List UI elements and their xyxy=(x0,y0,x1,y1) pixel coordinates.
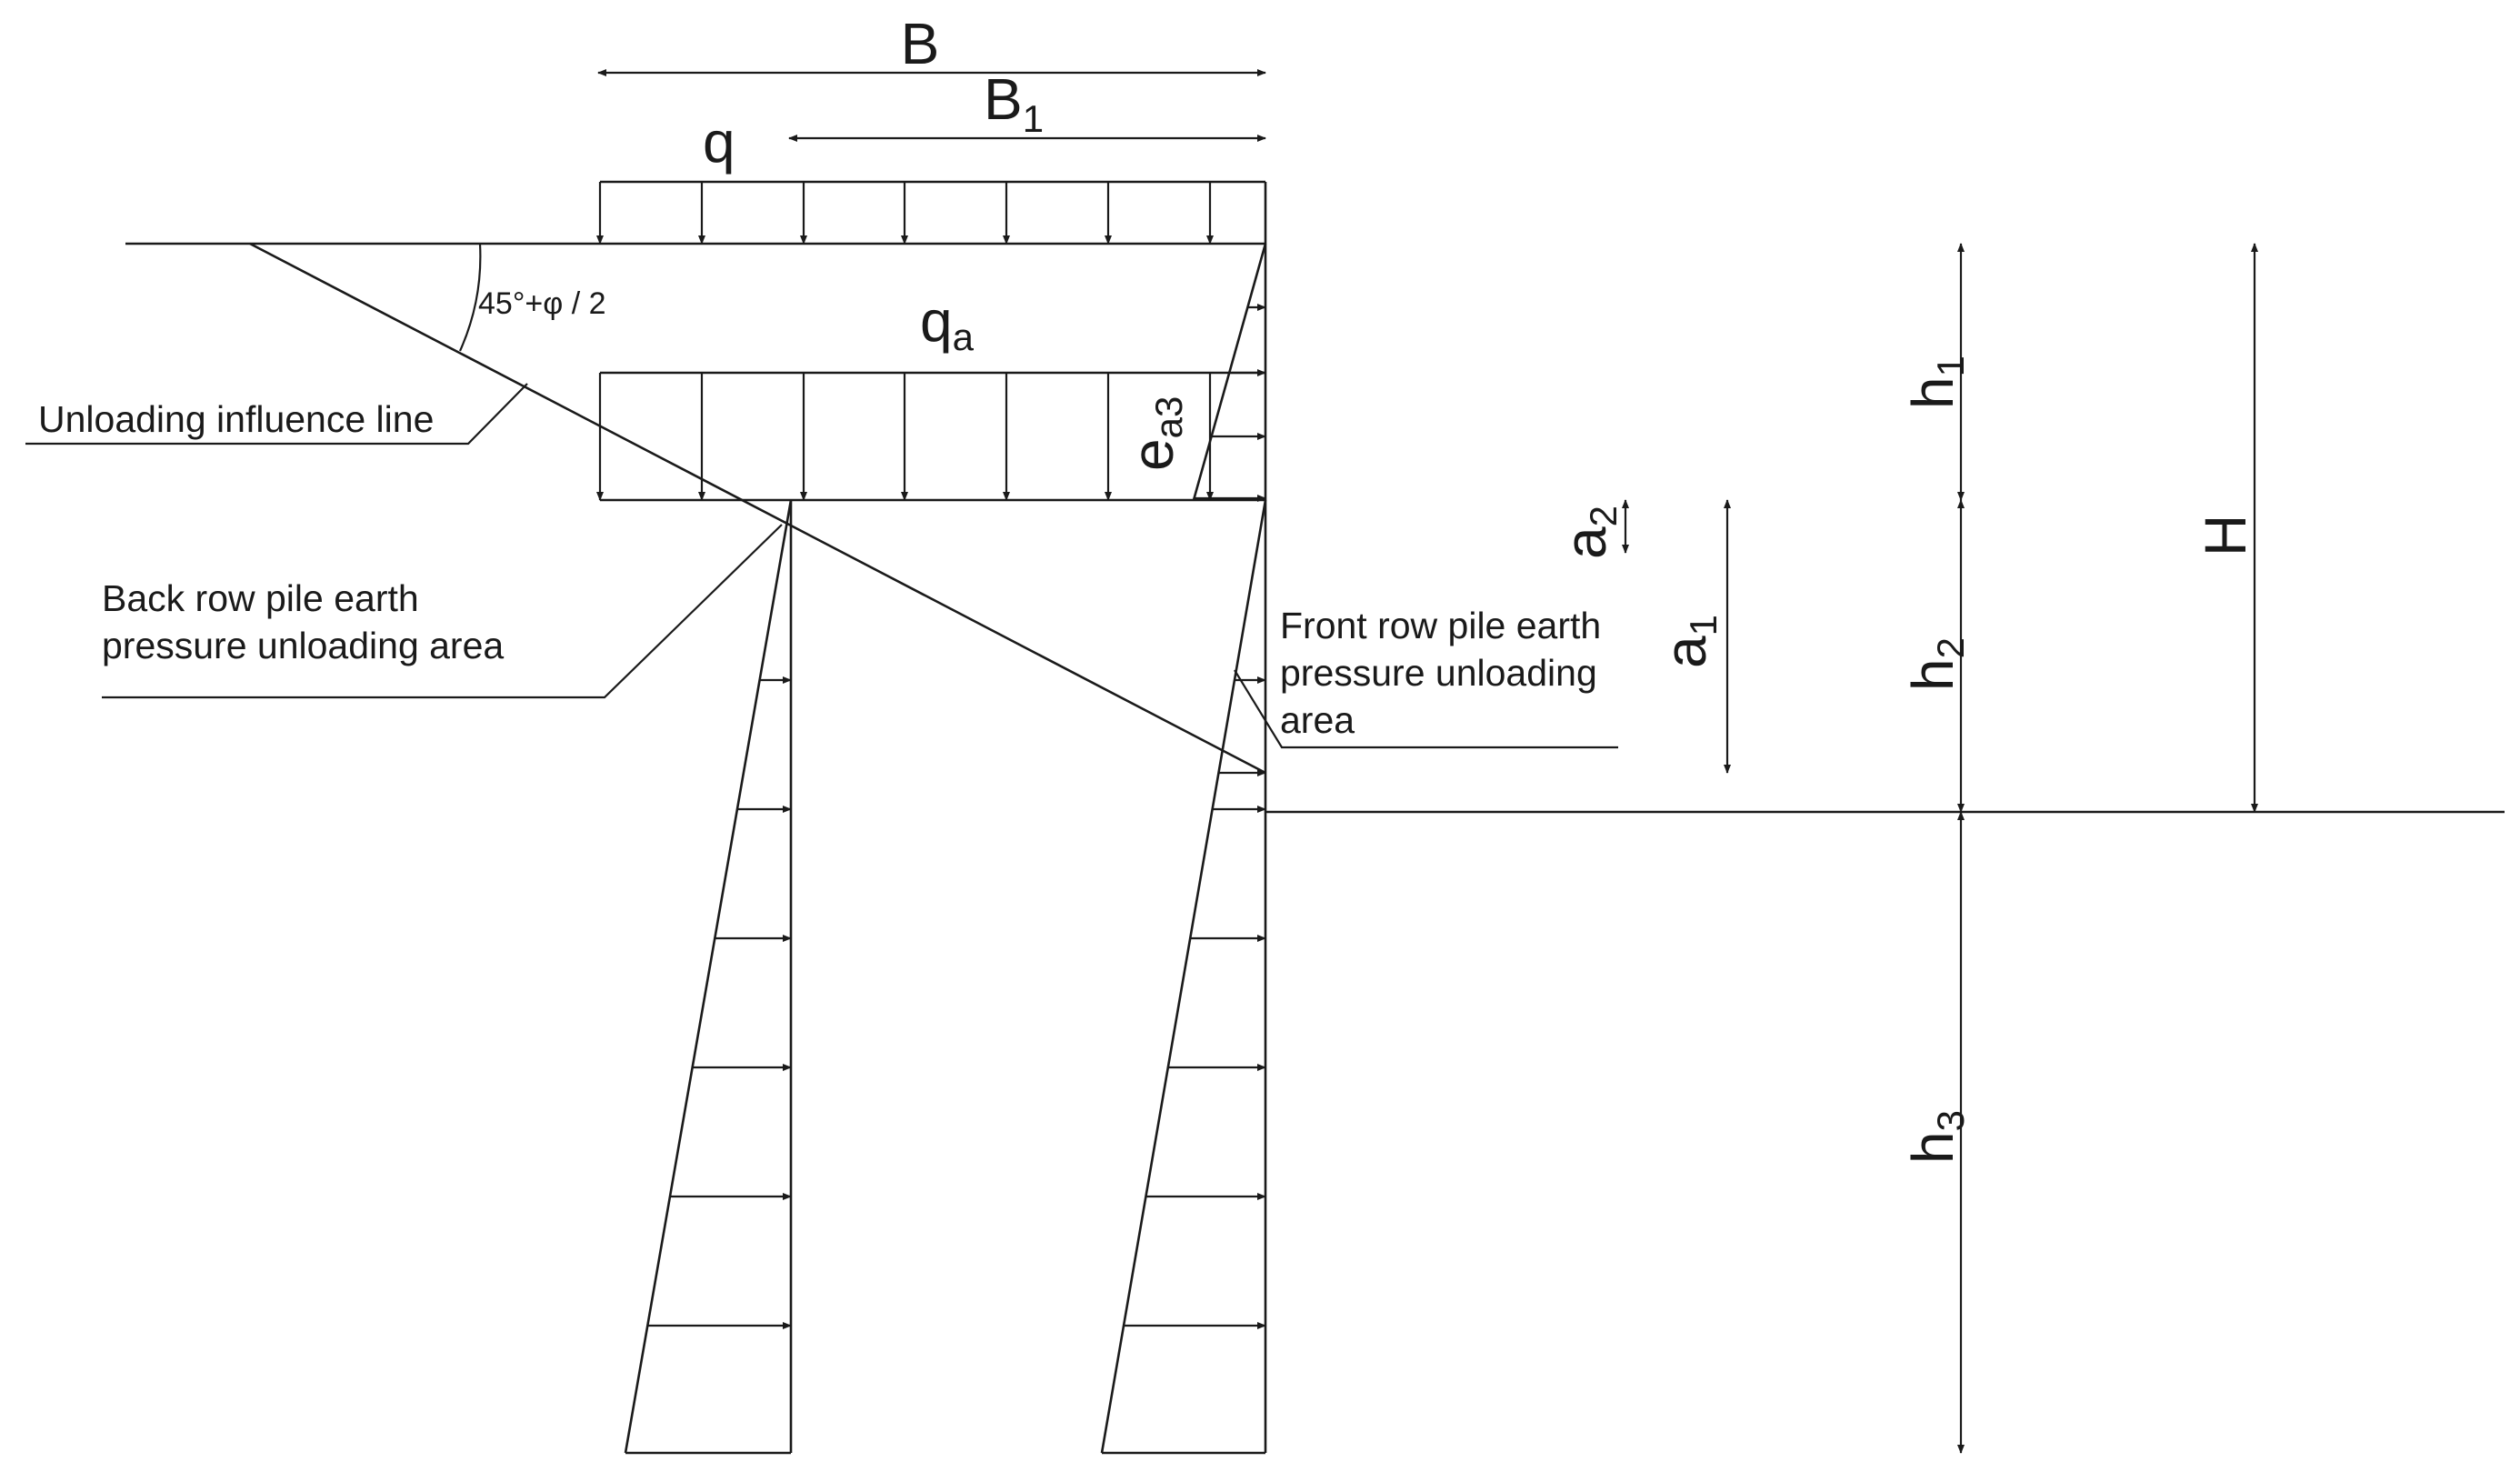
back-row-pressure-diagram xyxy=(624,499,793,1455)
annotation-unloading-line: Unloading influence line xyxy=(38,398,434,440)
back-row-pressure-slope xyxy=(624,499,793,1454)
label-H: H xyxy=(2193,515,2258,556)
label-a1: a1 xyxy=(1653,615,1725,668)
label-angle: 45°+φ / 2 xyxy=(478,286,606,321)
front-row-pressure-slope xyxy=(1100,499,1267,1454)
label-h2: h2 xyxy=(1900,637,1972,691)
label-ea3: ea3 xyxy=(1120,396,1190,471)
annotation-back-row-1: Back row pile earth xyxy=(102,577,419,619)
label-h3: h3 xyxy=(1900,1110,1972,1164)
unloading-line-leader xyxy=(25,383,528,446)
ea3-pressure-diagram xyxy=(1192,243,1267,502)
label-B: B xyxy=(901,11,940,76)
annotation-back-row-2: pressure unloading area xyxy=(102,625,504,666)
label-B1: B1 xyxy=(984,66,1044,140)
label-q: q xyxy=(703,109,735,175)
label-h1: h1 xyxy=(1900,355,1972,409)
unloading-influence-line xyxy=(249,242,1266,775)
annotation-front-row-3: area xyxy=(1280,699,1355,741)
annotation-front-row-1: Front row pile earth xyxy=(1280,605,1601,646)
back-row-leader xyxy=(102,524,783,699)
surcharge-q-load xyxy=(596,180,1265,245)
front-row-pressure-diagram xyxy=(1100,499,1267,1455)
surcharge-qa-load xyxy=(596,371,1265,502)
angle-arc xyxy=(458,243,482,352)
front-row-leader xyxy=(1234,669,1618,749)
label-qa: qa xyxy=(920,288,975,358)
annotation-front-row-2: pressure unloading xyxy=(1280,652,1597,694)
label-a2: a2 xyxy=(1553,506,1625,559)
